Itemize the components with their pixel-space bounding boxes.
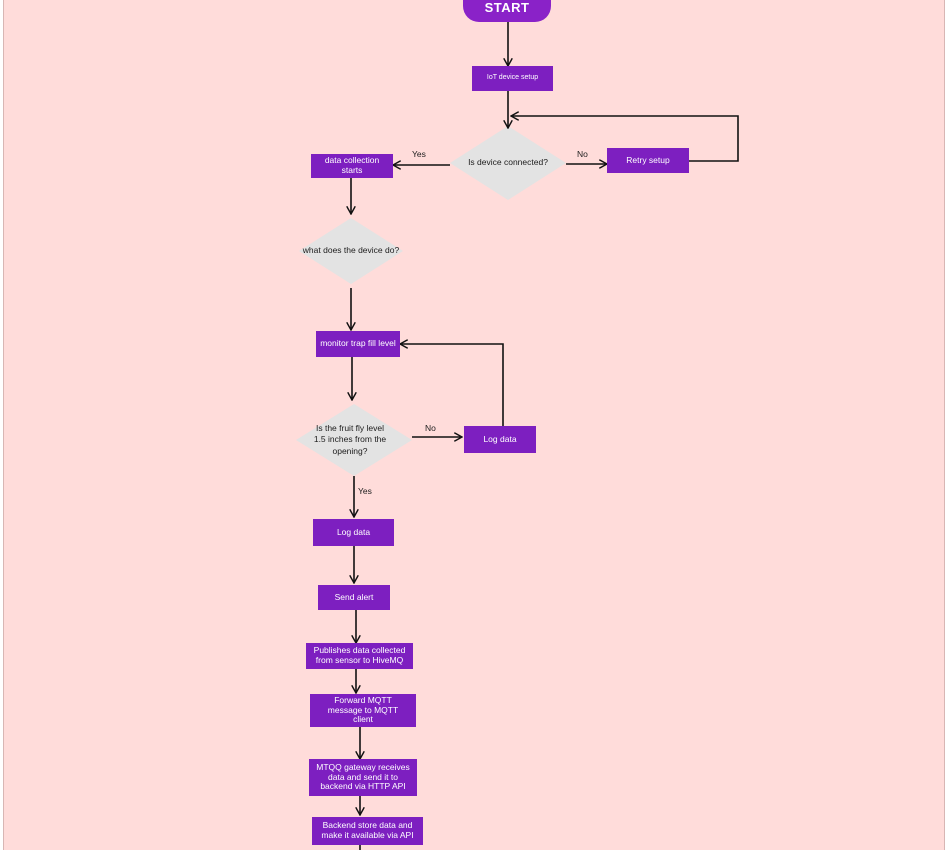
mtqq-gateway-box: MTQQ gateway receives data and send it t…: [309, 759, 417, 796]
log-data-box: Log data: [313, 519, 394, 546]
edge-label-connected-no: No: [577, 149, 588, 159]
retry-setup-box: Retry setup: [607, 148, 689, 173]
edge-label-level-no: No: [425, 423, 436, 433]
connectors: [296, 22, 739, 850]
decision-diamond-connected: [450, 126, 566, 200]
log-data-loop-box: Log data: [464, 426, 536, 453]
decision-diamond-fly-level: [296, 404, 412, 476]
flowchart-canvas: START IoT device setup Retry setup data …: [3, 0, 945, 850]
send-alert-box: Send alert: [318, 585, 390, 610]
publish-hivemq-box: Publishes data collected from sensor to …: [306, 643, 413, 669]
monitor-trap-box: monitor trap fill level: [316, 331, 400, 357]
decision-device-connected: Is device connected?: [468, 157, 548, 168]
edge-label-connected-yes: Yes: [412, 149, 426, 159]
data-collection-box: data collection starts: [311, 154, 393, 178]
decision-fly-level: Is the fruit fly level 1.5 inches from t…: [313, 423, 387, 456]
decision-diamond-device-does: [299, 218, 403, 284]
connector-log-loop: [400, 344, 504, 426]
backend-store-box: Backend store data and make it available…: [312, 817, 423, 845]
connector-retry-loop: [511, 116, 739, 162]
forward-mqtt-box: Forward MQTT message to MQTT client: [310, 694, 416, 727]
edge-label-level-yes: Yes: [358, 486, 372, 496]
iot-device-setup-box: IoT device setup: [472, 66, 553, 91]
decision-device-does: what does the device do?: [302, 245, 400, 256]
start-terminal: START: [463, 0, 551, 22]
